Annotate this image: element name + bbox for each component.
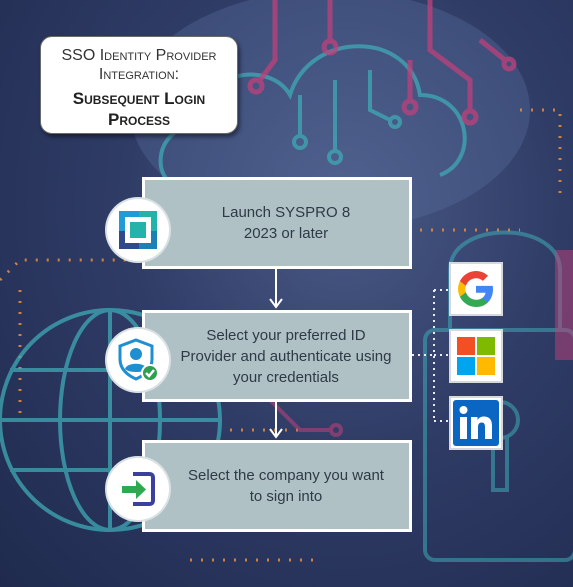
cloud-icon <box>158 44 467 192</box>
step-icon-circle <box>107 458 169 520</box>
step-launch-syspro: Launch SYSPRO 8 2023 or later <box>142 177 412 269</box>
step-text: Select the company you want to sign into <box>188 467 384 505</box>
user-shield-check-icon <box>118 338 159 382</box>
title-card: SSO Identity Provider Integration: Subse… <box>40 36 238 134</box>
google-logo-icon <box>458 271 493 307</box>
step-select-company: Select the company you want to sign into <box>142 440 412 532</box>
dotted-lines <box>0 108 562 562</box>
step-text: Select your preferred ID Provider and au… <box>180 326 392 386</box>
step-text: Launch SYSPRO 8 2023 or later <box>221 204 351 242</box>
circuit-traces <box>247 0 517 126</box>
arrow-step1-to-step2 <box>269 269 283 309</box>
microsoft-logo-icon <box>457 337 495 375</box>
step-icon-circle <box>107 199 169 261</box>
arrow-step2-to-step3 <box>269 402 283 439</box>
step-icon-circle <box>107 329 169 391</box>
linkedin-logo-icon <box>453 400 499 446</box>
step-select-id-provider: Select your preferred ID Provider and au… <box>142 310 412 402</box>
title-line-2: Subsequent Login Process <box>72 89 206 129</box>
microsoft-provider <box>449 329 503 383</box>
syspro-logo-icon <box>119 211 157 249</box>
provider-connector <box>412 289 450 422</box>
sign-in-arrow-icon <box>122 472 155 506</box>
title-line-1: SSO Identity Provider Integration: <box>61 47 217 83</box>
google-provider <box>449 262 503 316</box>
linkedin-provider <box>449 396 503 450</box>
